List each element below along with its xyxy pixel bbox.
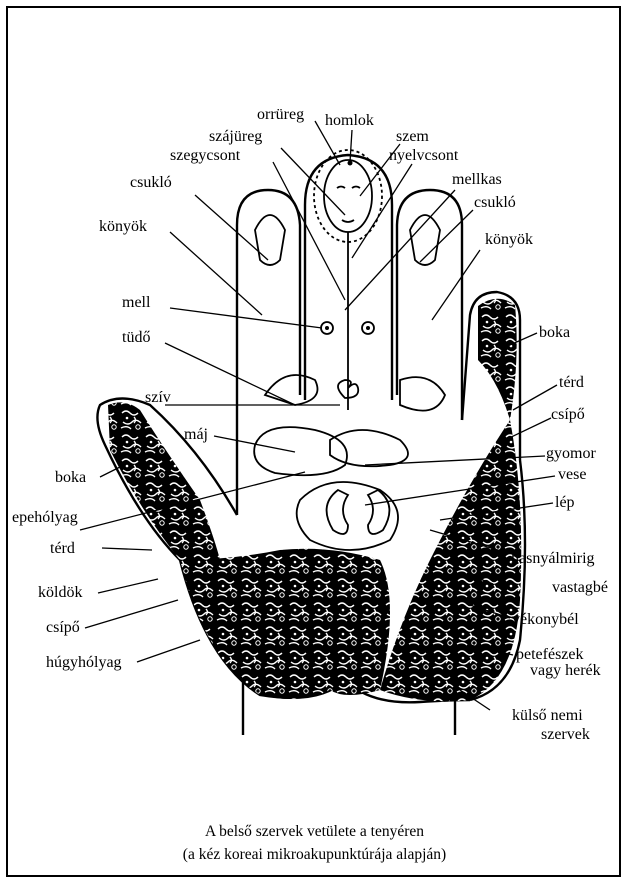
label-nyelvcsont: nyelvcsont: [389, 148, 458, 164]
label-hasnyalmirigy: hasnyálmirig: [511, 551, 595, 567]
caption-line-2: (a kéz koreai mikroakupunktúrája alapján…: [0, 846, 629, 864]
label-vekonybel: vékonybél: [512, 612, 579, 628]
label-mellkas: mellkas: [452, 172, 502, 188]
label-konyok-right: könyök: [485, 232, 533, 248]
label-vese: vese: [558, 467, 586, 483]
marbled-regions: [108, 299, 521, 702]
label-szajureg: szájüreg: [209, 129, 262, 145]
label-orrureg: orrüreg: [257, 107, 304, 123]
label-vagy-herek: vagy herék: [530, 663, 601, 679]
label-boka-right: boka: [539, 325, 570, 341]
label-kulso-nemi: külső nemi: [512, 708, 583, 724]
label-szervek: szervek: [541, 727, 590, 743]
body-figure: [254, 150, 445, 550]
label-terd-left: térd: [50, 541, 75, 557]
label-csuklo-left: csukló: [130, 175, 172, 191]
label-homlok: homlok: [325, 113, 374, 129]
label-szegycsont: szegycsont: [170, 148, 240, 164]
label-csuklo-right: csukló: [474, 195, 516, 211]
label-mell: mell: [122, 295, 150, 311]
label-sziv: szív: [145, 390, 171, 406]
label-szem: szem: [396, 129, 429, 145]
label-epeholyag: epehólyag: [12, 510, 78, 526]
label-konyok-left: könyök: [99, 219, 147, 235]
label-tudo: tüdő: [122, 330, 150, 346]
caption-line-1: A belső szervek vetülete a tenyéren: [0, 823, 629, 841]
label-maj: máj: [184, 427, 208, 443]
label-gyomor: gyomor: [546, 446, 596, 462]
label-petefeszek: petefészek: [516, 647, 584, 663]
label-csipo-left: csípő: [46, 620, 80, 636]
label-boka-left: boka: [55, 470, 86, 486]
label-vastagbel: vastagbé: [552, 580, 608, 596]
label-csipo-right: csípő: [551, 407, 585, 423]
label-terd-right: térd: [559, 375, 584, 391]
label-koldok: köldök: [38, 585, 82, 601]
label-lep: lép: [555, 495, 575, 511]
label-hugyholyag: húgyhólyag: [46, 655, 122, 671]
